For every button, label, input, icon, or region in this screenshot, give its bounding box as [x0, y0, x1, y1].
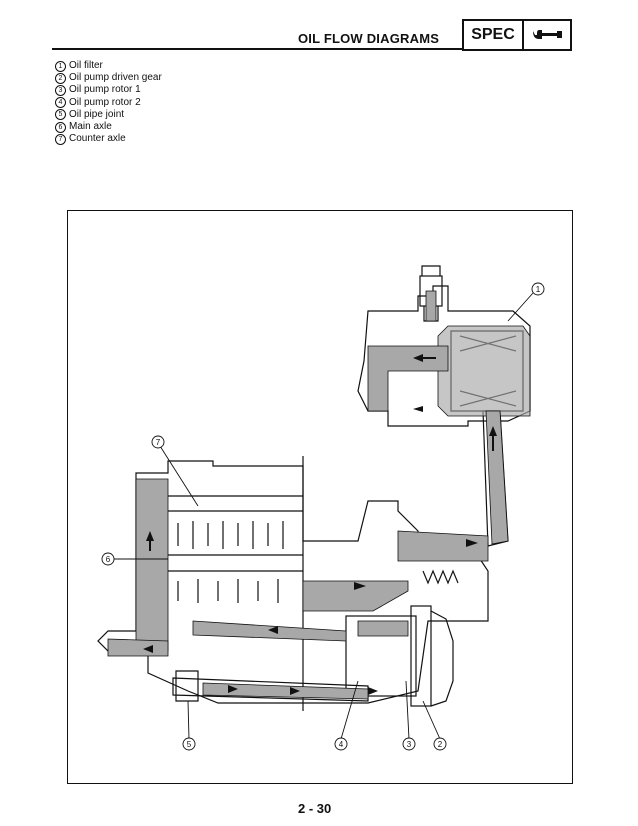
wrench-icon — [524, 21, 570, 49]
flow-arrow-right-6 — [368, 687, 378, 695]
legend-label: Counter axle — [69, 133, 126, 145]
oil-upper-channel — [367, 345, 449, 412]
callout-label: 5 — [187, 740, 192, 749]
oil-flow-diagram: 1 7 6 5 4 3 2 — [67, 210, 573, 784]
leader-1 — [507, 292, 534, 322]
flow-arrow-right-3 — [354, 582, 366, 590]
oil-bolt-channel — [425, 290, 437, 322]
main-axle — [168, 554, 303, 572]
legend-label: Oil pump rotor 2 — [69, 96, 141, 108]
legend-label: Oil pump driven gear — [69, 72, 162, 84]
callout-label: 3 — [407, 740, 412, 749]
callout-label: 7 — [156, 438, 161, 447]
oil-lower-passage — [202, 682, 369, 700]
legend-label: Oil filter — [69, 60, 103, 71]
flow-arrow-right-5 — [290, 687, 300, 695]
counter-axle — [168, 495, 303, 512]
leader-4 — [340, 680, 359, 740]
legend-label: Oil pipe joint — [69, 108, 125, 120]
callout-number: 6 — [55, 121, 66, 133]
page-number: 2 - 30 — [298, 801, 332, 816]
flow-arrow-right — [413, 406, 423, 412]
engine-cross-section: 1 7 6 5 4 3 2 — [97, 265, 545, 751]
callout-number: 4 — [55, 97, 66, 109]
gear-teeth — [177, 521, 284, 603]
legend-label: Main axle — [69, 121, 112, 133]
leader-7 — [159, 445, 199, 507]
callout-number: 3 — [55, 85, 66, 96]
page-title: OIL FLOW DIAGRAMS — [298, 31, 440, 46]
header-rule — [52, 48, 462, 50]
flow-arrow-right-2 — [466, 539, 478, 547]
callout-label: 1 — [536, 285, 541, 294]
oil-pump-body — [345, 615, 417, 697]
callout-label: 2 — [438, 740, 443, 749]
lower-passage — [172, 677, 369, 702]
legend-label: Oil pump rotor 1 — [69, 84, 141, 96]
leader-3 — [405, 680, 410, 740]
oil-right-gallery — [397, 530, 489, 562]
oil-mid-passage — [192, 620, 347, 642]
flow-arrow-left-2 — [143, 645, 153, 653]
callout-number: 2 — [55, 72, 66, 84]
pump-cover — [430, 610, 454, 707]
callout-label: 4 — [339, 740, 344, 749]
oil-lower-left — [107, 638, 169, 657]
spring — [422, 569, 459, 585]
callout-number: 7 — [55, 133, 66, 145]
spec-label: SPEC — [464, 21, 524, 49]
callout-number: 5 — [55, 109, 66, 121]
oil-vertical-pipe — [485, 410, 509, 545]
leader-5 — [187, 700, 190, 740]
leader-2 — [422, 700, 441, 740]
oil-filter-chamber — [437, 325, 531, 417]
pump-driven-gear — [410, 605, 432, 707]
flow-arrow-left — [413, 354, 436, 362]
flow-arrow-up-2 — [146, 531, 154, 551]
spec-badge: SPEC — [462, 19, 572, 51]
pipe-joint — [175, 670, 199, 702]
oil-pump-feed — [357, 620, 409, 637]
flow-arrow-right-4 — [228, 685, 238, 693]
oil-right-passage — [302, 580, 409, 612]
callout-label: 6 — [106, 555, 111, 564]
oil-left-gallery — [135, 478, 169, 652]
filter-bolt-head — [421, 265, 441, 276]
flow-arrow-up — [489, 426, 497, 451]
callout-number: 1 — [55, 60, 66, 72]
flow-arrow-left-3 — [268, 626, 278, 634]
